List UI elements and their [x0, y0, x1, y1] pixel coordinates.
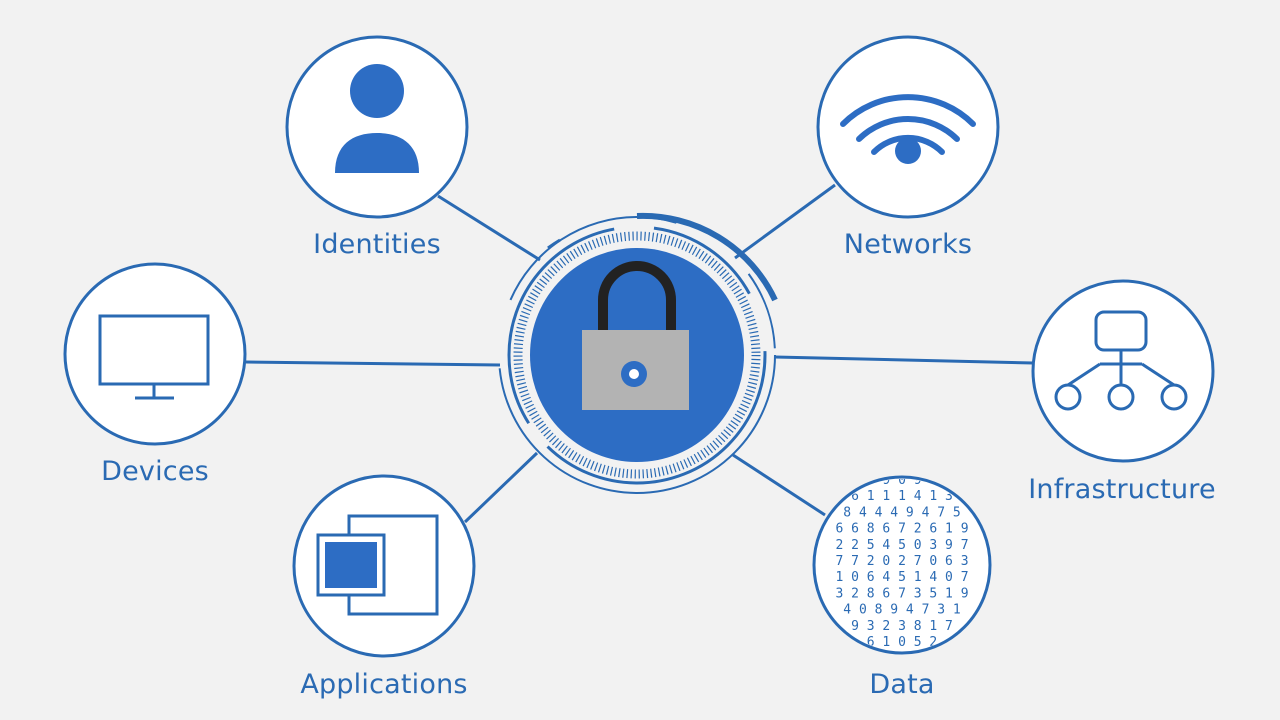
- hierarchy-icon: [1054, 310, 1188, 411]
- connector-infrastructure: [774, 355, 1034, 365]
- hub-ring-outer: [498, 216, 776, 494]
- connector-devices: [245, 360, 501, 367]
- central-hub: [498, 212, 778, 494]
- connector-networks: [734, 183, 836, 260]
- app-windows-icon: [316, 514, 439, 616]
- hub-outer-arc: [636, 212, 778, 302]
- label-applications: Applications: [300, 669, 468, 700]
- data-digit-row: 4 8 9 0 9 5 0: [851, 473, 953, 488]
- data-digit-row: 4 0 8 9 4 7 3 1: [843, 603, 960, 618]
- label-identities: Identities: [313, 229, 441, 260]
- data-digit-row: 1 0 6 4 5 1 4 0 7: [835, 570, 968, 585]
- node-circle-networks: [816, 35, 1000, 219]
- data-digit-row: 6 6 8 6 7 2 6 1 9: [835, 522, 968, 537]
- data-digit-row: 7 7 2 0 2 7 0 6 3: [835, 554, 968, 569]
- monitor-icon: [98, 314, 210, 400]
- data-digit-row: 2 2 5 4 5 0 3 9 7: [835, 538, 968, 553]
- data-digit-row: 9 3 2 3 8 1 7: [851, 619, 953, 634]
- person-icon: [335, 64, 419, 173]
- label-infrastructure: Infrastructure: [1028, 474, 1216, 505]
- hub-tick-ring: [513, 231, 761, 479]
- data-digit-row: 6 1 0 5 2: [867, 635, 937, 650]
- connector-identities: [437, 194, 541, 262]
- label-devices: Devices: [101, 456, 209, 487]
- data-digit-row: 3 2 8 6 7 3 5 1 9: [835, 586, 968, 601]
- connector-data: [732, 453, 826, 517]
- node-circle-identities: [285, 35, 469, 219]
- wifi-icon: [840, 94, 976, 164]
- connectors: [245, 183, 1034, 524]
- lock-icon: [582, 261, 689, 410]
- data-digit-row: 6 1 1 1 4 1 3: [851, 489, 953, 504]
- connector-applications: [463, 451, 539, 524]
- data-digit-row: 8 4 4 4 9 4 7 5: [843, 505, 960, 520]
- hub-ring-mid: [507, 225, 767, 485]
- node-circle-infrastructure: [1031, 279, 1215, 463]
- label-data: Data: [869, 669, 935, 700]
- binary-data-icon: 4 8 9 0 9 5 06 1 1 1 4 1 38 4 4 4 9 4 7 …: [812, 473, 992, 655]
- node-circle-devices: [63, 262, 247, 446]
- label-networks: Networks: [843, 229, 973, 260]
